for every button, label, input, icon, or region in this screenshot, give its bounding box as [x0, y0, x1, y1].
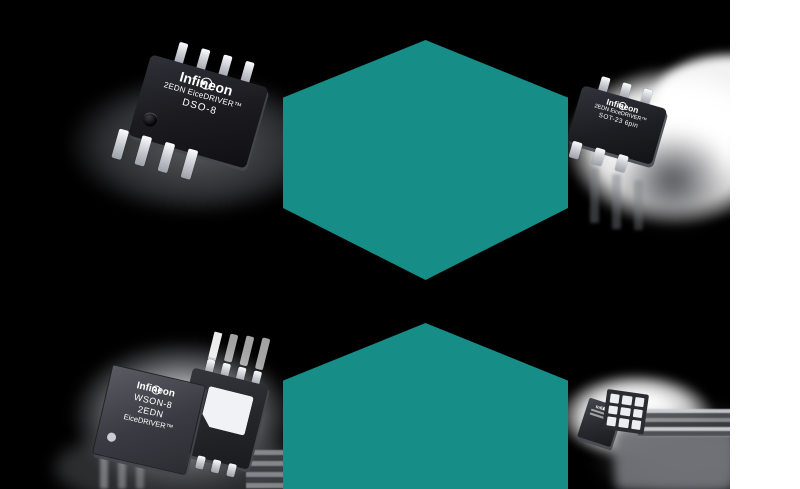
tsnp-pad: [609, 393, 621, 404]
tsnp-shadow-lower: [615, 428, 733, 489]
wson-pad-pin: [210, 459, 222, 474]
wson-reflection-stripes: [246, 450, 284, 489]
dso8-pin: [157, 141, 176, 174]
dso8-pin: [111, 128, 130, 161]
page-background-strip: [730, 0, 800, 489]
chip-sot23: Infineon 2EDN EiceDRIVER™ SOT-23 6pin: [560, 76, 672, 180]
wson-pad-pin: [226, 462, 237, 478]
sot23-pin: [568, 140, 583, 160]
sot23-pin-streak: [590, 168, 599, 223]
sot23-package-body: Infineon 2EDN EiceDRIVER™ SOT-23 6pin: [566, 85, 668, 166]
tsnp-pad: [632, 408, 643, 419]
hexagon-top: [283, 40, 568, 280]
dso8-pin: [134, 135, 153, 167]
wson-pin-streak: [254, 337, 271, 371]
sot23-pin: [591, 147, 606, 167]
wson-package-body: Infineon WSON-8 2EDN EiceDRIVER™: [91, 364, 207, 476]
wson-pin-streak: [118, 460, 126, 489]
tsnp-back-package-body: [601, 389, 650, 435]
tsnp-pad: [620, 406, 631, 417]
tsnp-pad: [618, 418, 630, 429]
sot23-pin-streak: [634, 180, 643, 230]
wson-pin-streak: [100, 455, 108, 489]
chip-wson-front: Infineon WSON-8 2EDN EiceDRIVER™: [91, 364, 207, 480]
sot23-pin: [614, 153, 629, 173]
chip-tsnp-back: [601, 389, 652, 440]
chip-dso8: Infineon 2EDN EiceDRIVER™ DSO-8: [100, 41, 295, 213]
sot23-pin-streak: [612, 174, 621, 229]
wson-pin-streak: [136, 465, 144, 489]
tsnp-reflection-stripes: [638, 409, 732, 437]
tsnp-pad: [621, 395, 633, 406]
tsnp-pad: [634, 396, 645, 407]
pin1-marker-icon: [106, 431, 117, 443]
tsnp-pad: [608, 405, 619, 415]
tsnp-pad: [630, 420, 642, 430]
dso8-pin: [180, 148, 199, 180]
tsnp-pad: [606, 416, 617, 427]
hexagon-bottom: [283, 323, 568, 489]
